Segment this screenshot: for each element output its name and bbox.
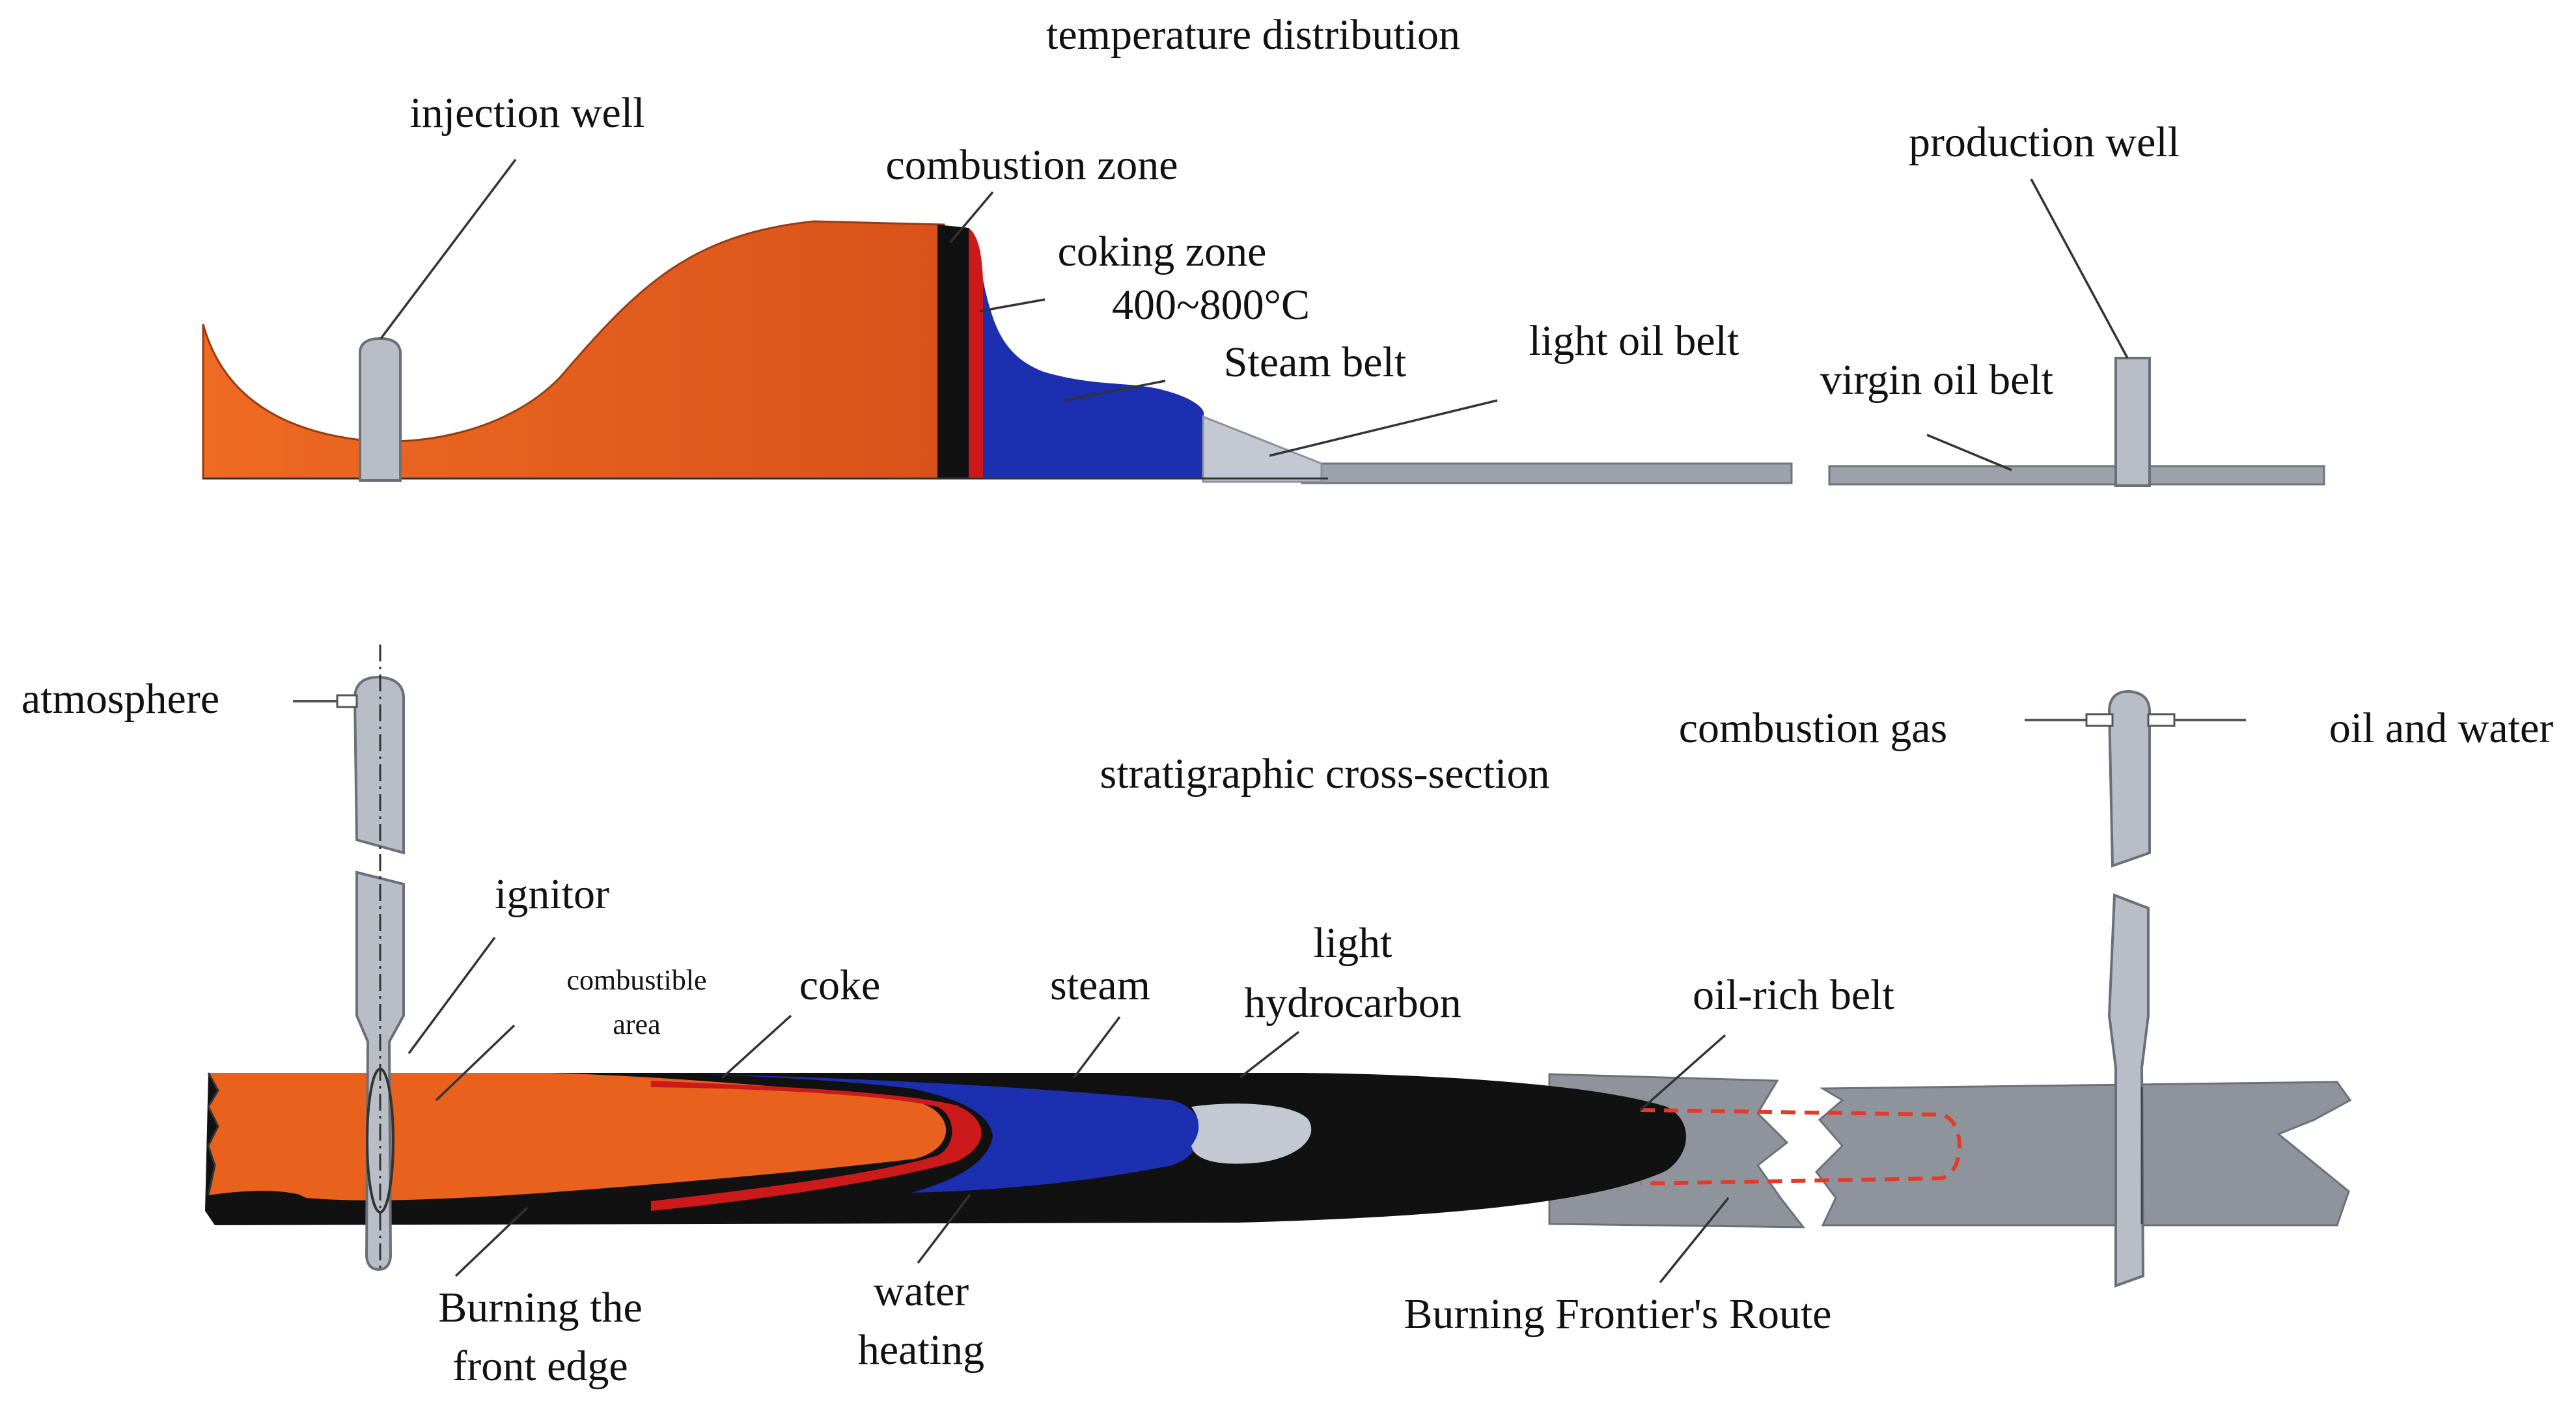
blue-steam-band: [703, 1074, 1201, 1193]
combustion-zone-band: [937, 225, 969, 479]
combustion-gas-label: combustion gas: [1679, 704, 1947, 752]
temperature-curve-area: [202, 220, 945, 480]
oil-and-water-label: oil and water: [2329, 704, 2554, 752]
reservoir-right-segment: [1815, 1081, 2352, 1227]
oil-rich-belt-label: oil-rich belt: [1693, 971, 1894, 1019]
injection-well-top: [359, 337, 402, 482]
burning-route-leader: [1659, 1197, 1730, 1284]
coke-label: coke: [799, 962, 881, 1009]
combustible-area-leader: [435, 1024, 516, 1102]
oil-rich-belt-leader: [1639, 1034, 1726, 1111]
water-heating-label-line1: water: [874, 1268, 969, 1315]
injection-well-leader: [380, 158, 517, 340]
reservoir-left-edge: [207, 1072, 219, 1196]
stratigraphic-cross-section-panel: stratigraphic cross-section atmosphere c…: [21, 645, 2553, 1390]
light-hydrocarbon-zone: [1191, 1103, 1312, 1164]
ignitor-leader: [408, 936, 496, 1055]
steam-zone-area: [983, 280, 1204, 479]
production-well-top: [2114, 357, 2151, 487]
light-hydrocarbon-leader: [1239, 1031, 1300, 1079]
combustion-gas-nozzle: [2085, 713, 2114, 727]
light-hydrocarbon-label-line1: light: [1313, 919, 1392, 967]
burning-route-label: Burning Frontier's Route: [1404, 1290, 1831, 1338]
steam-label: steam: [1050, 962, 1150, 1009]
virgin-oil-base-strip: [1828, 465, 2325, 486]
temperature-range-label: 400~800°C: [1112, 281, 1310, 329]
combustion-zone-label: combustion zone: [885, 141, 1178, 189]
ignitor-element: [366, 1068, 395, 1214]
light-hydrocarbon-label-line2: hydrocarbon: [1244, 979, 1461, 1027]
coking-zone-band: [969, 228, 983, 479]
production-well-lower: [2107, 893, 2150, 1288]
steam-belt-leader: [1064, 380, 1166, 402]
combustible-area-label-line2: area: [613, 1008, 660, 1040]
atmosphere-inlet-nozzle: [336, 694, 358, 708]
atmosphere-label: atmosphere: [21, 675, 219, 723]
steam-belt-label: Steam belt: [1224, 339, 1406, 386]
ignitor-label: ignitor: [495, 870, 609, 918]
light-oil-base-strip: [1301, 462, 1793, 484]
production-well-leader: [2030, 178, 2129, 359]
coking-zone-label: coking zone: [1058, 228, 1267, 275]
virgin-oil-belt-label: virgin oil belt: [1820, 356, 2053, 404]
production-well-upper: [2107, 689, 2151, 868]
coke-leader: [721, 1014, 792, 1079]
water-heating-label-line2: heating: [858, 1326, 984, 1374]
burning-route-dashed: [1640, 1108, 1961, 1186]
combustion-zone-leader: [949, 191, 994, 243]
injection-well-label: injection well: [409, 89, 644, 137]
temperature-distribution-panel: temperature distribution injection well …: [202, 11, 2325, 487]
production-well-label: production well: [1909, 118, 2180, 166]
stratigraphic-cross-section-title: stratigraphic cross-section: [1100, 750, 1550, 798]
temperature-distribution-title: temperature distribution: [1046, 11, 1460, 59]
red-coke-band: [651, 1081, 982, 1211]
combustible-area-label-line1: combustible: [566, 964, 706, 996]
light-oil-belt-leader: [1269, 399, 1498, 457]
water-heating-leader: [917, 1193, 971, 1264]
virgin-oil-belt-leader: [1926, 434, 2012, 471]
burning-front-edge-label-line2: front edge: [452, 1342, 628, 1390]
burning-front-edge-label-line1: Burning the: [438, 1284, 642, 1331]
burning-front-edge-leader: [454, 1206, 529, 1277]
light-oil-belt-label: light oil belt: [1529, 317, 1739, 365]
steam-leader: [1073, 1016, 1121, 1079]
light-oil-wedge: [1202, 415, 1323, 483]
oil-water-nozzle: [2147, 713, 2176, 727]
coking-zone-leader: [979, 298, 1046, 312]
